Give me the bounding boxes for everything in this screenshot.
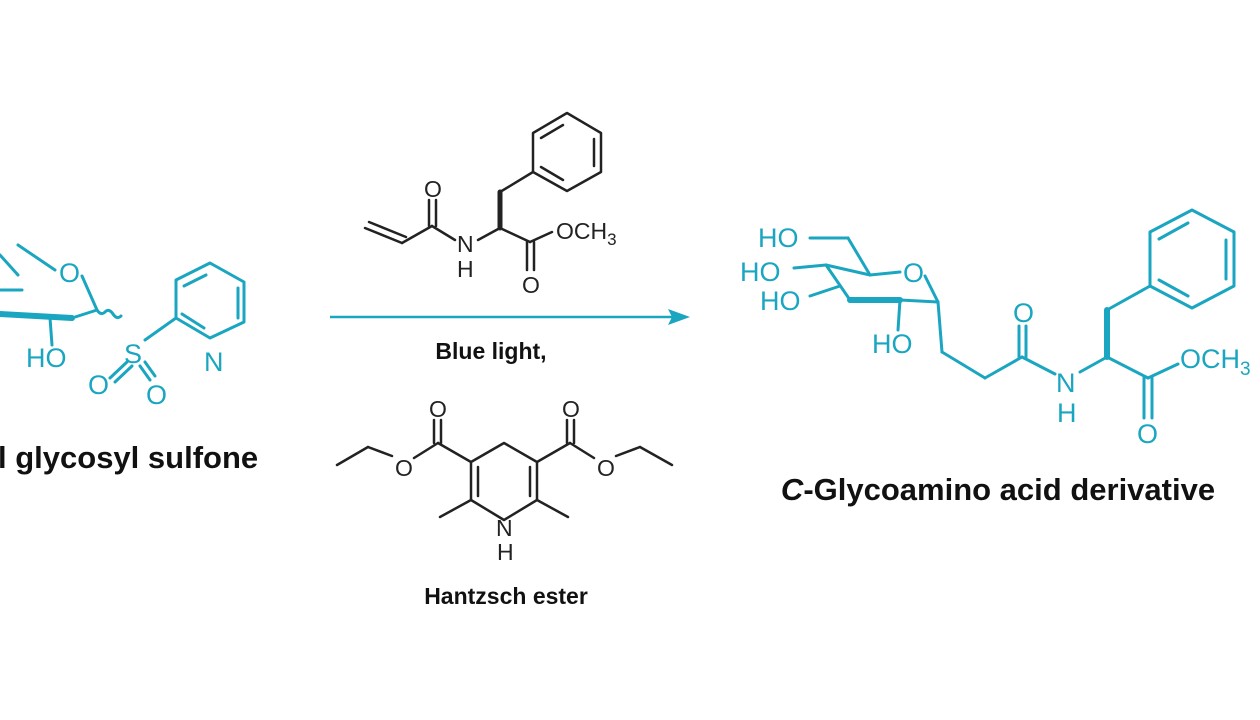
hantzsch-carbonyl-oxygen-left: O xyxy=(429,396,447,422)
product-hydroxyl-3: HO xyxy=(760,286,801,316)
catalyst-label: Hantzsch ester xyxy=(424,583,588,609)
reactant-caption: l glycosyl sulfone xyxy=(0,440,258,475)
product-amide-hydrogen-label: H xyxy=(1057,398,1077,428)
product-ring-oxygen-label: O xyxy=(903,258,924,288)
product-ester-oxygen-label: O xyxy=(1137,419,1158,449)
product-caption: C-Glycoamino acid derivative xyxy=(781,472,1215,507)
product-structure: HO HO HO HO O O N H OCH3 O xyxy=(740,208,1251,449)
sulfur-label: S xyxy=(124,339,142,369)
hantzsch-ester-oxygen-right: O xyxy=(597,455,615,481)
product-amide-oxygen-label: O xyxy=(1013,298,1034,328)
ester-oxygen-label: O xyxy=(522,272,540,298)
hydroxyl-label: HO xyxy=(26,343,67,373)
product-methoxy-label: OCH3 xyxy=(1180,344,1251,380)
hantzsch-ester-bonds xyxy=(335,418,674,522)
sulfonyl-oxygen-1-label: O xyxy=(88,370,109,400)
conditions-label: Blue light, xyxy=(435,338,546,364)
product-hydroxyl-2: HO xyxy=(740,257,781,287)
amide-oxygen-label: O xyxy=(424,176,442,202)
ring-oxygen-label: O xyxy=(59,258,80,288)
product-amide-nitrogen-label: N xyxy=(1056,368,1076,398)
hantzsch-ester-oxygen-left: O xyxy=(395,455,413,481)
acrylamide-bonds xyxy=(363,111,603,272)
sulfonyl-oxygen-2-label: O xyxy=(146,380,167,410)
amide-hydrogen-label: H xyxy=(457,256,474,282)
reaction-arrow xyxy=(330,309,690,325)
methoxy-label: OCH3 xyxy=(556,218,617,249)
hantzsch-nitrogen-label: N xyxy=(496,515,513,541)
product-hydroxyl-4: HO xyxy=(872,329,913,359)
product-bonds xyxy=(792,208,1236,420)
pyridine-nitrogen-label: N xyxy=(204,347,224,377)
hantzsch-hydrogen-label: H xyxy=(497,539,514,565)
product-hydroxyl-1: HO xyxy=(758,223,799,253)
glycosyl-sulfone-structure: O HO S O O N xyxy=(0,243,246,410)
hantzsch-carbonyl-oxygen-right: O xyxy=(562,396,580,422)
amide-nitrogen-label: N xyxy=(457,231,474,257)
acrylamide-reagent-structure: O N H OCH3 O xyxy=(363,111,617,298)
glycosyl-sulfone-bonds xyxy=(0,243,246,384)
hantzsch-ester-structure: O O O O N H xyxy=(335,396,674,565)
